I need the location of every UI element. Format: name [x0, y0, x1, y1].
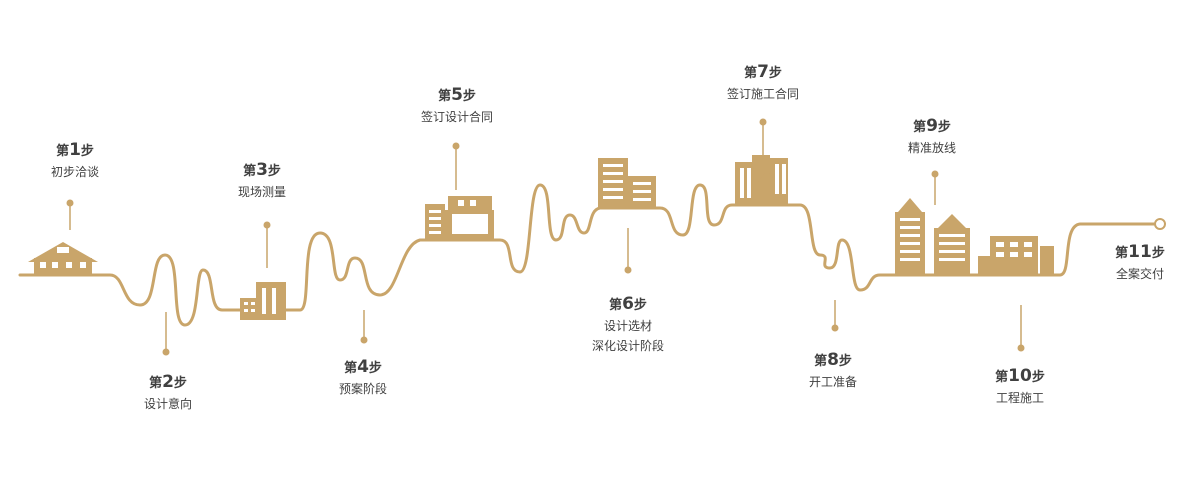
- step-title: 签订施工合同: [726, 87, 799, 101]
- step-suffix: 步: [937, 120, 951, 135]
- step-7-label: 第7步签订施工合同: [703, 62, 823, 104]
- step-6-label: 第6步设计选材深化设计阶段: [568, 294, 688, 356]
- step-num: 1: [69, 140, 81, 160]
- step-num: 9: [926, 116, 938, 136]
- step-number: 第4步: [303, 357, 423, 379]
- step-number: 第3步: [202, 160, 322, 182]
- step-pins: [66, 118, 1025, 356]
- step-title: 全案交付: [1115, 267, 1164, 281]
- step-11-label: 第11步全案交付: [1080, 242, 1200, 284]
- step-prefix: 第: [744, 66, 758, 81]
- step-title: 开工准备: [808, 375, 857, 389]
- step-pin-dot: [1017, 344, 1025, 352]
- step-title: 签订设计合同: [420, 110, 493, 124]
- step-title: 精准放线: [907, 141, 956, 155]
- winding-path-line: [18, 183, 1157, 327]
- step-suffix: 步: [633, 298, 647, 313]
- step-number: 第9步: [872, 116, 992, 138]
- tower-building-icon-1: [598, 158, 656, 208]
- step-prefix: 第: [149, 376, 163, 391]
- step-9-label: 第9步精准放线: [872, 116, 992, 158]
- step-4-label: 第4步预案阶段: [303, 357, 423, 399]
- step-num: 2: [162, 372, 174, 392]
- step-8-label: 第8步开工准备: [773, 350, 893, 392]
- step-title: 深化设计阶段: [591, 339, 664, 353]
- step-pin-dot: [931, 170, 939, 178]
- step-suffix: 步: [1151, 246, 1165, 261]
- step-number: 第1步: [15, 140, 135, 162]
- step-suffix: 步: [838, 354, 852, 369]
- step-title: 预案阶段: [338, 382, 387, 396]
- step-num: 4: [357, 357, 369, 377]
- step-number: 第5步: [397, 85, 517, 107]
- step-prefix: 第: [995, 370, 1009, 385]
- office-building-icon-2: [425, 196, 494, 240]
- step-num: 3: [256, 160, 268, 180]
- step-prefix: 第: [913, 120, 927, 135]
- step-pin-dot: [263, 221, 271, 229]
- house-building-icon: [28, 242, 98, 275]
- step-prefix: 第: [344, 361, 358, 376]
- office-building-icon-1: [240, 282, 286, 320]
- step-pin-dot: [452, 142, 460, 150]
- city-building-icon: [895, 198, 1054, 275]
- step-pin-dot: [831, 324, 839, 332]
- step-num: 5: [451, 85, 463, 105]
- step-suffix: 步: [768, 66, 782, 81]
- step-5-label: 第5步签订设计合同: [397, 85, 517, 127]
- step-title: 设计选材: [603, 319, 652, 333]
- step-title: 设计意向: [143, 397, 192, 411]
- step-2-label: 第2步设计意向: [108, 372, 228, 414]
- step-10-label: 第10步工程施工: [960, 366, 1080, 408]
- step-number: 第8步: [773, 350, 893, 372]
- step-title: 初步洽谈: [50, 165, 99, 179]
- step-pin-dot: [759, 118, 767, 126]
- step-title: 现场测量: [237, 185, 286, 199]
- step-num: 10: [1008, 366, 1032, 386]
- step-prefix: 第: [1115, 246, 1129, 261]
- step-number: 第7步: [703, 62, 823, 84]
- step-num: 6: [622, 294, 634, 314]
- step-suffix: 步: [368, 361, 382, 376]
- step-pin-dot: [66, 199, 74, 207]
- step-title: 工程施工: [995, 391, 1044, 405]
- step-prefix: 第: [438, 89, 452, 104]
- step-num: 11: [1128, 242, 1152, 262]
- step-suffix: 步: [1031, 370, 1045, 385]
- step-suffix: 步: [173, 376, 187, 391]
- step-number: 第2步: [108, 372, 228, 394]
- tower-building-icon-2: [735, 155, 788, 205]
- step-number: 第10步: [960, 366, 1080, 388]
- step-number: 第11步: [1080, 242, 1200, 264]
- step-prefix: 第: [243, 164, 257, 179]
- step-1-label: 第1步初步洽谈: [15, 140, 135, 182]
- step-num: 8: [827, 350, 839, 370]
- end-node-circle: [1154, 218, 1166, 230]
- step-prefix: 第: [56, 144, 70, 159]
- step-3-label: 第3步现场测量: [202, 160, 322, 202]
- step-num: 7: [757, 62, 769, 82]
- step-suffix: 步: [462, 89, 476, 104]
- step-pin-dot: [360, 336, 368, 344]
- step-suffix: 步: [80, 144, 94, 159]
- step-prefix: 第: [609, 298, 623, 313]
- step-prefix: 第: [814, 354, 828, 369]
- step-pin-dot: [162, 348, 170, 356]
- step-pin-dot: [624, 266, 632, 274]
- step-suffix: 步: [267, 164, 281, 179]
- step-number: 第6步: [568, 294, 688, 316]
